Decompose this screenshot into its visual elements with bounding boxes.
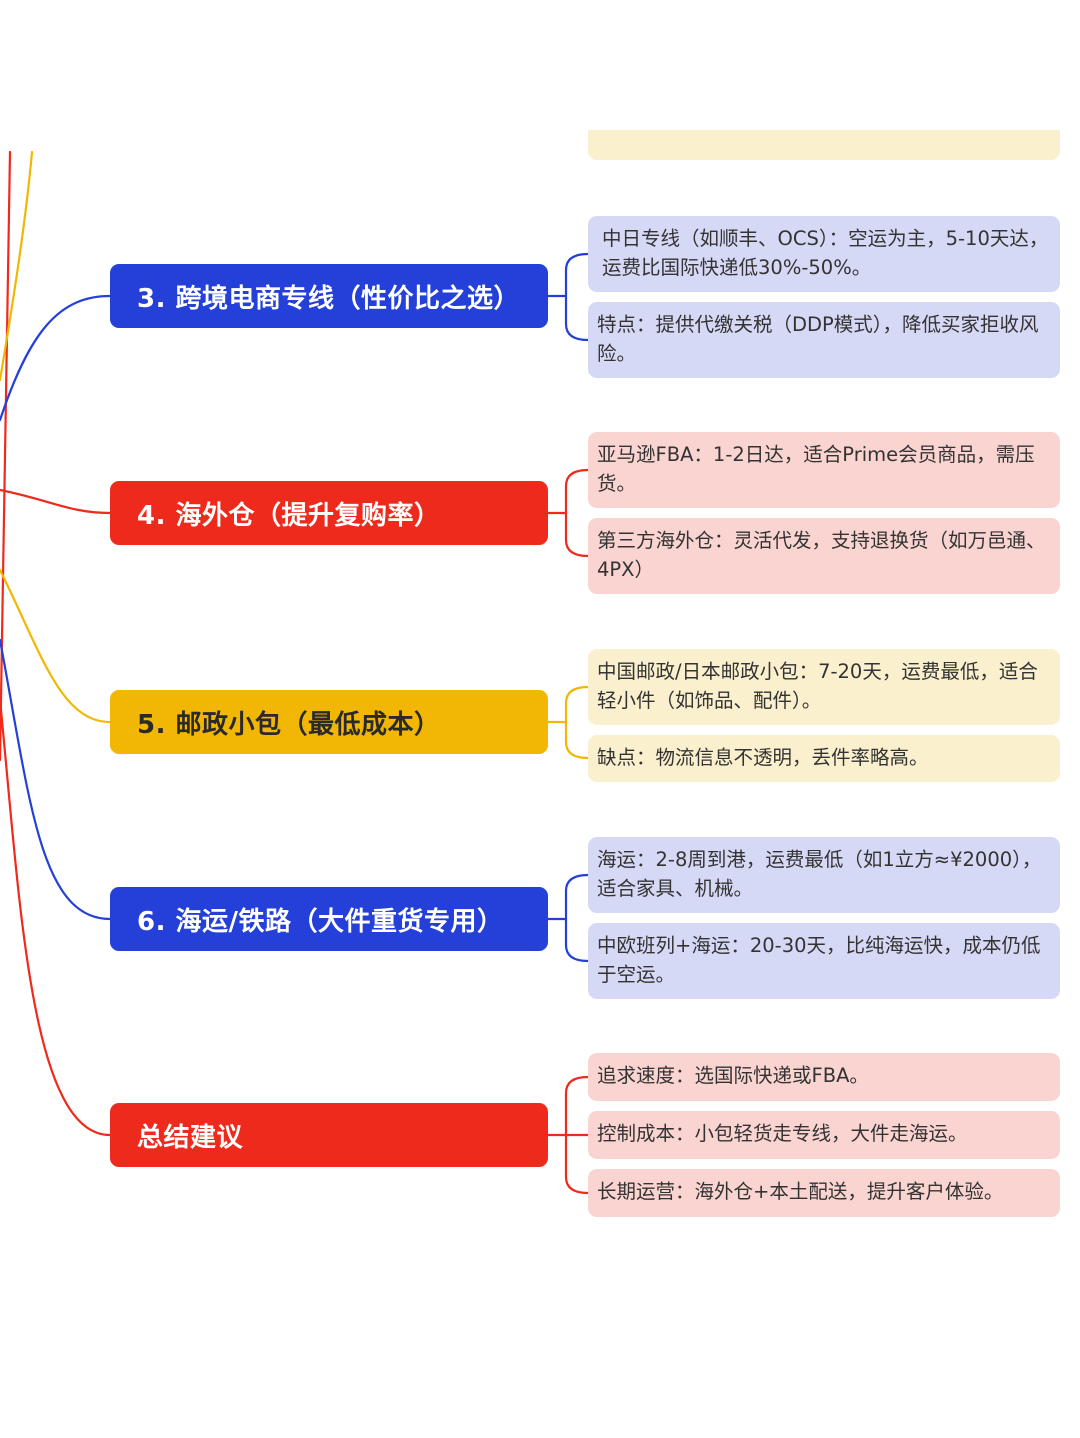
leaf-summary-1[interactable]: 追求速度：选国际快递或FBA。 [588,1053,1060,1101]
leaf-warehouse-2[interactable]: 第三方海外仓：灵活代发，支持退换货（如万邑通、4PX） [588,518,1060,594]
previous-leaf-partial [588,130,1060,160]
connector-summary [0,698,112,1137]
bracket-1 [564,468,590,558]
branch-cross-border-line[interactable]: 3. 跨境电商专线（性价比之选） [110,264,548,328]
leaf-postal-1[interactable]: 中国邮政/日本邮政小包：7-20天，运费最低，适合轻小件（如饰品、配件）。 [588,649,1060,725]
leaf-cross-border-2[interactable]: 特点：提供代缴关税（DDP模式），降低买家拒收风险。 [588,302,1060,378]
leaf-cross-border-1[interactable]: 中日专线（如顺丰、OCS）：空运为主，5-10天达，运费比国际快递低30%-50… [588,216,1060,292]
leaf-summary-2[interactable]: 控制成本：小包轻货走专线，大件走海运。 [588,1111,1060,1159]
trunk-line-yellow [0,150,34,382]
branch-label: 总结建议 [137,1122,244,1153]
trunk-line-red [0,150,12,762]
bracket-2 [564,685,590,760]
branch-label: 3. 跨境电商专线（性价比之选） [137,283,521,314]
leaf-summary-3[interactable]: 长期运营：海外仓+本土配送，提升客户体验。 [588,1169,1060,1217]
branch-label: 4. 海外仓（提升复购率） [137,500,441,531]
branch-label: 6. 海运/铁路（大件重货专用） [137,906,504,937]
branch-overseas-warehouse[interactable]: 4. 海外仓（提升复购率） [110,481,548,545]
connector-branch-5 [0,568,112,724]
bracket-3 [564,873,590,963]
leaf-postal-2[interactable]: 缺点：物流信息不透明，丢件率略高。 [588,735,1060,782]
bracket-0 [564,252,590,342]
connector-branch-4 [0,488,112,515]
leaf-warehouse-1[interactable]: 亚马逊FBA：1-2日达，适合Prime会员商品，需压货。 [588,432,1060,508]
branch-label: 5. 邮政小包（最低成本） [137,709,441,740]
branch-postal-parcel[interactable]: 5. 邮政小包（最低成本） [110,690,548,754]
leaf-sea-2[interactable]: 中欧班列+海运：20-30天，比纯海运快，成本仍低于空运。 [588,923,1060,999]
connector-branch-6 [0,638,112,921]
connector-branch-3 [0,294,112,422]
leaf-sea-1[interactable]: 海运：2-8周到港，运费最低（如1立方≈¥2000），适合家具、机械。 [588,837,1060,913]
branch-summary[interactable]: 总结建议 [110,1103,548,1167]
branch-sea-rail[interactable]: 6. 海运/铁路（大件重货专用） [110,887,548,951]
